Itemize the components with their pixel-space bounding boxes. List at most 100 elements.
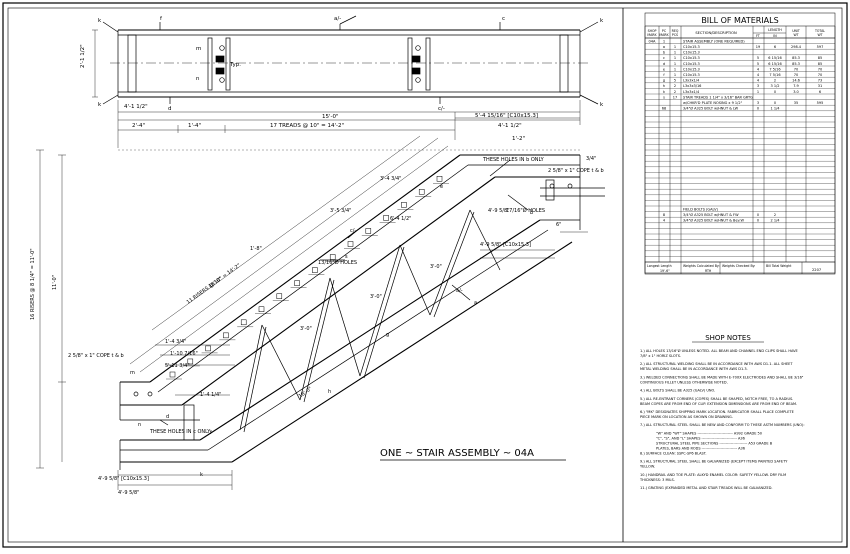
bom-row-in: 2: [774, 79, 776, 83]
bom-row-total: 31: [818, 84, 822, 88]
bom-row-ft: 3: [757, 84, 759, 88]
plan-mark-k-right: k: [600, 18, 604, 24]
shop-note-line: STRUCTURAL STEEL PIPE SECTIONS ---------…: [656, 441, 773, 445]
plan-dim-left: 4'-1 1/2": [124, 104, 148, 110]
bom-row-total: 6: [819, 90, 821, 94]
plan-mark-m: m: [196, 46, 201, 52]
bom-row-in: 7 5/16: [769, 73, 780, 77]
bom-row-qty: 1: [674, 45, 676, 49]
bom-row-ft: 4: [757, 67, 760, 71]
dim-1-8: 1'-8": [250, 246, 262, 252]
dim-3-0: 3'-0": [300, 326, 312, 332]
bom-hdr-req: REQ: [672, 29, 679, 33]
shop-note-line: 7/8" x 1" HORIZ SLOTS.: [640, 354, 681, 358]
bom-row-total: 70: [818, 67, 822, 71]
bom-hdr-length: LENGTH: [768, 28, 782, 32]
bom-fb-desc: 3/4"Ø A325 BOLT w/HNUT & FW: [683, 212, 739, 217]
bom-row-qty: 2: [674, 90, 676, 94]
bom-fb-ft: 0: [757, 219, 759, 223]
dim-1-4-3: 1'-4 3/4": [165, 339, 186, 345]
dim-1-10-7: 1'-10 7/16": [170, 351, 198, 357]
tread-clip: [347, 241, 354, 247]
bom-assembly-mark: 04A: [648, 40, 656, 44]
shop-note-line: 5.) ALL RE-ENTRANT CORNERS (COPES) SHALL…: [640, 397, 793, 401]
bom-row-qty: 1: [674, 62, 676, 66]
tread-clip: [223, 332, 229, 339]
bom-row-ft: 1: [757, 90, 759, 94]
bom-row-pc: e: [663, 67, 665, 71]
bom-row-qty: 1: [674, 51, 676, 55]
plan-mark-typ: Typ.: [229, 62, 241, 68]
dim-3-0-b: 3'-0": [370, 294, 382, 300]
bom-row-unit: 3.0: [793, 90, 799, 94]
bom-row-desc: L3x3x1/4: [683, 79, 700, 83]
bom-field-bolts-title: FIELD BOLTS (GALV): [683, 207, 718, 211]
label-e: e: [440, 184, 443, 190]
bom-row-pc: s: [663, 95, 665, 99]
bom-footer-checked-label: Weights Checked By:: [722, 264, 755, 268]
bom-row-ft: 4: [757, 73, 760, 77]
dim-risers: 16 RISERS @ 8 1/4" = 11'-0": [30, 248, 36, 320]
note-holes: 13/16"Ø HOLES: [318, 259, 357, 266]
bom-footer-longest-label: Longest Length: [647, 264, 672, 268]
bom-fb-in: 2 1/4: [771, 219, 781, 223]
bom-fb-in: 2: [774, 213, 776, 217]
label-s: s: [345, 254, 348, 260]
bom-row-unit: 14.6: [792, 79, 800, 83]
tread-clip: [401, 202, 407, 208]
shop-note-line: BEAM COPES ARE FROM END OF CLIP. EXTENSI…: [640, 402, 797, 406]
dim-5-11: 5'-11 3/4": [165, 363, 190, 369]
plan-dim-right: 4'-1 1/2": [498, 123, 522, 129]
plan-mark-n: n: [196, 76, 200, 82]
plan-dim-2-4: 2'-4": [132, 123, 145, 129]
dim-3-5-3: 3'-5 3/4": [330, 208, 351, 214]
bom-row-unit: 85.3: [792, 56, 800, 60]
bom-row-desc: 3/4"Ø A325 BOLT w/HNUT & LW: [683, 106, 739, 111]
elevation-view: [36, 135, 605, 490]
bom-row-pc: d: [663, 62, 665, 66]
bom-row-desc: w/CHKR'D PLATE NOSING x 9 1/2": [683, 101, 743, 105]
bom-row-qty: 1: [674, 56, 676, 60]
shop-note-line: 8.) SURFACE CLEAN: SSPC-SP6 BLAST.: [640, 451, 707, 455]
plan-dim-height: 2'-1 1/2": [80, 44, 86, 68]
plan-mark-k-lower-right: k: [600, 102, 604, 108]
shop-note-line: 2.) ALL STRUCTURAL WELDING SHALL BE IN A…: [640, 362, 793, 366]
plan-view-labels: a/- f c k k k k d c/- m n Typ. 2'-1 1/2"…: [80, 16, 604, 142]
tread-clip: [205, 345, 211, 352]
shop-note-line: 9.) ALL STRUCTURAL STEEL SHALL BE GALVAN…: [640, 460, 788, 464]
label-b: b: [530, 210, 533, 216]
label-c-mark: c/-: [350, 228, 356, 234]
bom-row-unit: 70: [794, 73, 798, 77]
dim-channel-upper: 4'-9 5/8" [C10x15.3]: [480, 242, 531, 248]
bom-row-desc: C10x15.3: [683, 67, 700, 71]
plan-dim-channel: 5'-4 15/16" [C10x15.3]: [475, 113, 538, 119]
bom-row-total: 85: [818, 56, 822, 60]
bom-row-total: 85: [818, 62, 822, 66]
bom-row-pc: a: [663, 45, 665, 49]
bom-assembly-desc: STAIR ASSEMBLY (ONE REQUIRED): [683, 40, 745, 44]
shop-note-line: CONTINUOUS FILLET UNLESS OTHERWISE NOTED…: [640, 380, 728, 384]
tread-clip: [169, 371, 176, 378]
dim-6: 6": [556, 222, 561, 228]
bom-row-total: 595: [817, 101, 824, 105]
bom-fb-ft: 0: [757, 213, 759, 217]
bom-row-ft: 19: [756, 45, 760, 49]
plan-mark-d: d: [168, 106, 172, 112]
bom-row-qty: 17: [673, 95, 677, 99]
bom-hdr-mark: MARK: [647, 33, 657, 37]
bom-row-pc: k: [663, 90, 666, 94]
shop-notes: SHOP NOTES 1.) ALL HOLES 13/16"Ø UNLESS …: [639, 334, 805, 490]
bom-title: BILL OF MATERIALS: [701, 16, 778, 25]
dim-6-4: 6'-4 1/2": [390, 216, 411, 222]
shop-note-line: 1.) ALL HOLES 13/16"Ø UNLESS NOTED. ALL …: [640, 348, 798, 353]
plan-mark-c: c: [502, 16, 505, 22]
tread-clip: [383, 215, 389, 221]
plan-dim-treads: 17 TREADS @ 10" = 14'-2": [270, 123, 344, 129]
tread-clip: [187, 358, 194, 365]
shop-note-line: THICKNESS: 3 MILS.: [639, 478, 675, 482]
bom-hdr-section: SECTION/DESCRIPTION: [695, 31, 737, 35]
bom-row-desc: C10x15.3: [683, 45, 700, 49]
shop-notes-title: SHOP NOTES: [705, 334, 751, 342]
